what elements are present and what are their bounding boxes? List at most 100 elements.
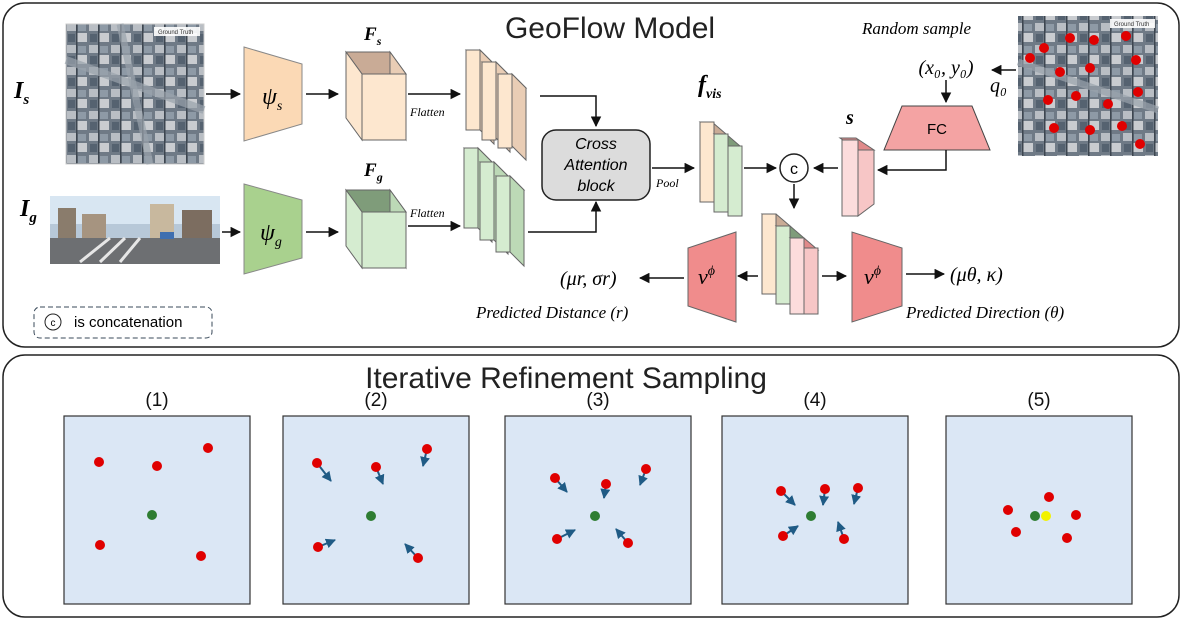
sample-point (853, 483, 863, 493)
legend-text: is concatenation (74, 314, 182, 331)
step-label: (3) (586, 390, 609, 411)
ground-encoder-label: ψg (260, 220, 282, 250)
random-sample-point (1043, 95, 1053, 105)
q0-label: q₀ (990, 75, 1007, 97)
random-sample-point (1103, 99, 1113, 109)
satellite-encoder-label: ψs (262, 84, 283, 114)
sample-point (413, 553, 423, 563)
sample-point (312, 458, 322, 468)
concat-token-stack (760, 213, 820, 315)
random-sample-point (1071, 91, 1081, 101)
satellite-feature-cube (345, 50, 407, 142)
flatten-label-ground: Flatten (409, 206, 445, 220)
random-sample-point (1089, 35, 1099, 45)
sampling-step-5: (5) (945, 390, 1133, 605)
ground-feature-label: Fg (363, 160, 383, 184)
sample-point (196, 551, 206, 561)
step-map-box (63, 415, 251, 605)
sample-point (623, 538, 633, 548)
step-label: (5) (1027, 390, 1050, 411)
random-sample-point (1055, 67, 1065, 77)
direction-output: (μθ, κ) (950, 264, 1003, 286)
sample-point (1071, 510, 1081, 520)
arrow-sat-to-cross-attention (540, 95, 602, 128)
distance-head-label: vϕ (698, 264, 715, 289)
direction-head-label: vϕ (864, 264, 881, 289)
random-sample-point (1121, 31, 1131, 41)
random-sample-point (1117, 121, 1127, 131)
sample-point (152, 461, 162, 471)
satellite-input-label: Is (13, 78, 29, 108)
ground-feature-cube (345, 188, 407, 270)
arrow-ground-to-cross-attention (528, 200, 602, 233)
ground-truth-point (590, 511, 600, 521)
sample-point (1062, 533, 1072, 543)
random-sample-point (1025, 53, 1035, 63)
distance-caption: Predicted Distance (r) (475, 303, 629, 322)
sample-point (778, 531, 788, 541)
ground-panorama-image (50, 196, 220, 264)
sample-point (422, 444, 432, 454)
random-sample-point (1085, 63, 1095, 73)
random-sample-map: Ground Truth (1016, 16, 1160, 156)
random-sample-point (1085, 125, 1095, 135)
ground-encoder (243, 183, 303, 275)
sample-point (641, 464, 651, 474)
fvis-token-stack (698, 121, 743, 217)
satellite-feature-label: Fs (363, 24, 382, 48)
step-map-box (945, 415, 1133, 605)
sample-point (95, 540, 105, 550)
ground-truth-point (147, 510, 157, 520)
satellite-image: Ground Truth (64, 23, 206, 165)
ground-truth-point (366, 511, 376, 521)
step-map-box (282, 415, 470, 605)
legend-concat-icon (44, 313, 62, 331)
sampling-step-1: (1) (63, 390, 251, 605)
ground-truth-badge: Ground Truth (158, 30, 193, 36)
sample-point (371, 462, 381, 472)
random-sample-label: Random sample (861, 19, 972, 38)
sampling-title: Iterative Refinement Sampling (365, 362, 767, 395)
ground-truth-point (1030, 511, 1040, 521)
flatten-label-sat: Flatten (409, 105, 445, 119)
random-sample-point (1049, 123, 1059, 133)
direction-caption: Predicted Direction (θ) (905, 303, 1064, 322)
concat-node (779, 153, 809, 183)
step-label: (2) (364, 390, 387, 411)
cross-attention-line2: Attention (563, 157, 627, 174)
x0y0-label: (x₀, y₀) (919, 57, 974, 79)
sample-point (552, 534, 562, 544)
sample-point (1011, 527, 1021, 537)
random-sample-point (1131, 55, 1141, 65)
sample-dots (1025, 31, 1145, 149)
random-sample-point (1065, 33, 1075, 43)
sampling-step-3: (3) (504, 390, 692, 605)
fc-layer (883, 105, 991, 151)
sample-map-badge: Ground Truth (1114, 22, 1149, 28)
legend-symbol: c (51, 318, 56, 329)
satellite-encoder (243, 46, 303, 142)
direction-head (851, 231, 903, 323)
sample-point (550, 473, 560, 483)
fvis-label: fvis (698, 72, 722, 102)
final-estimate-point (1041, 511, 1051, 521)
random-sample-point (1039, 43, 1049, 53)
distance-head (687, 231, 737, 323)
sampling-steps: (1)(2)(3)(4)(5) (63, 390, 1133, 605)
concat-symbol: c (790, 161, 798, 178)
sample-point (313, 542, 323, 552)
sample-point (601, 479, 611, 489)
distance-output: (μr, σr) (560, 268, 617, 290)
model-title: GeoFlow Model (505, 12, 715, 45)
step-map-box (504, 415, 692, 605)
sample-point (820, 484, 830, 494)
step-map-box (721, 415, 909, 605)
random-sample-point (1135, 139, 1145, 149)
step-label: (1) (145, 390, 168, 411)
ground-input-label: Ig (19, 196, 37, 226)
cross-attention-line1: Cross (575, 136, 617, 153)
fc-label: FC (927, 121, 947, 138)
sample-point (776, 486, 786, 496)
s-vector (838, 137, 876, 217)
